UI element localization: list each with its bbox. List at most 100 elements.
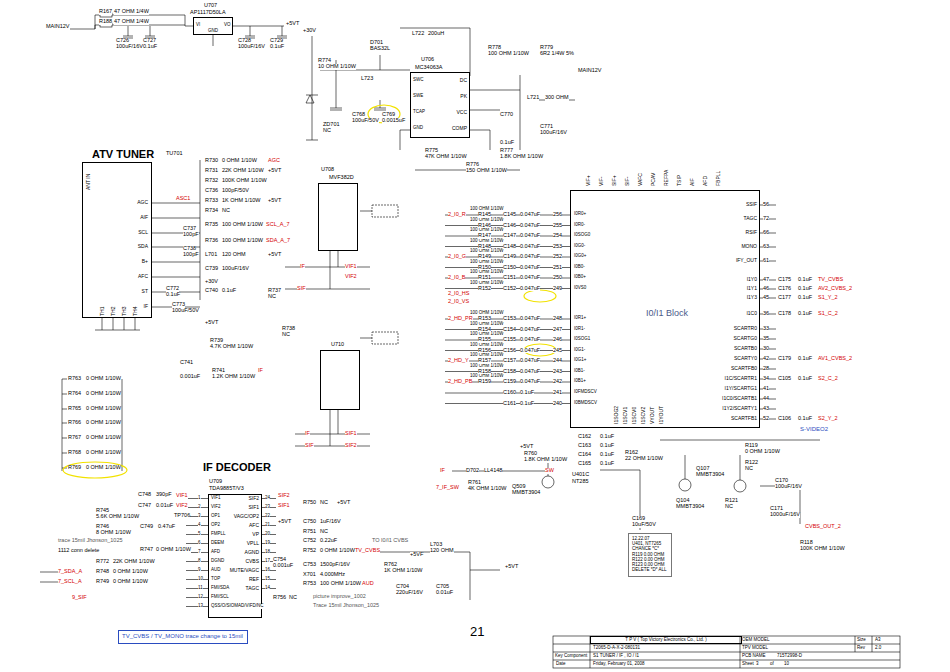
part-label: C176	[778, 286, 791, 292]
part-label: 1000uF/16V	[770, 512, 800, 518]
pin-name: I1SOG2	[614, 406, 619, 424]
pin-name: TH4	[133, 307, 138, 316]
part-label: 33	[763, 326, 769, 332]
component-name: CHANCE *C*	[632, 546, 668, 551]
net-label: SDA_A_7	[266, 238, 290, 244]
part-label: C154	[503, 327, 516, 333]
part-label: R156	[478, 348, 491, 354]
pin-label: FMPLL	[211, 532, 226, 537]
part-label: R146	[478, 223, 491, 229]
part-label: C770	[500, 112, 513, 118]
pin-label: 1	[198, 496, 201, 501]
part-label: 150 OHM 1/10W	[466, 168, 507, 174]
part-label: 100pF	[183, 252, 199, 258]
part-label: C149	[503, 254, 516, 260]
pin-name: AIF	[140, 215, 148, 220]
pin-label: 100 OHM 1/10W	[470, 343, 504, 348]
component-name: AP1117D50LA	[190, 10, 226, 16]
part-label: 10 OHM 1/10W	[318, 64, 356, 70]
net-label: SCL_A_7	[266, 222, 290, 228]
section-heading: ATV TUNER	[92, 149, 154, 160]
part-label: 0 OHM 1/10W	[745, 449, 780, 455]
pin-name: IFY_OUT	[736, 258, 757, 263]
net-label: SIF	[305, 443, 314, 449]
part-label: 0.047uF	[520, 369, 540, 375]
pin-name: AGND	[245, 550, 259, 555]
part-label: R735	[205, 222, 218, 228]
pin-label: 20	[265, 532, 270, 537]
pin-label: I0R0+	[574, 212, 586, 217]
net-label: IF	[258, 368, 263, 374]
part-label: 44	[763, 396, 769, 402]
part-label: 252	[553, 254, 562, 260]
part-label: 56	[763, 202, 769, 208]
part-label: 42	[763, 356, 769, 362]
pin-label: SWC	[413, 78, 424, 83]
net-label: S2_Y_2	[818, 416, 838, 422]
pin-label: I0B1-	[574, 369, 585, 374]
part-label: 1K OHM 1/10W	[222, 198, 261, 204]
part-label: +5VT	[268, 168, 281, 174]
pin-name: TSIP	[677, 175, 682, 186]
part-label: 0.1uF	[600, 461, 614, 467]
part-label: 0.1uF	[798, 286, 812, 292]
part-label: 0.1uF	[270, 44, 284, 50]
pin-name: REFPA	[664, 170, 669, 186]
part-label: 63	[763, 244, 769, 250]
part-label: +5VF	[410, 552, 423, 558]
pin-name: I1Y0	[747, 277, 757, 282]
pin-label: 3	[756, 662, 759, 667]
pin-name: IF	[144, 304, 148, 309]
page-number: 21	[470, 625, 484, 638]
part-label: 10uF/50V	[632, 522, 656, 528]
part-label: R768	[68, 450, 81, 456]
pin-name: I1Y/SCARTG1	[725, 386, 757, 391]
pin-name: VP	[252, 532, 259, 537]
pin-name: VCC	[456, 110, 467, 115]
net-label: IF	[440, 468, 445, 474]
net-label: AV1_CVBS_2	[818, 356, 852, 362]
net-label: 2_I0_HS	[448, 291, 469, 297]
pin-label: I0G0-	[574, 244, 585, 249]
part-label: R121	[725, 498, 738, 504]
pin-name: SIF2	[248, 496, 259, 501]
pin-name: I1YOUT	[659, 406, 664, 424]
pin-name: TH1	[100, 307, 105, 316]
part-label: C158	[503, 369, 516, 375]
part-label: R752	[303, 548, 316, 554]
part-label: 243	[553, 369, 562, 375]
part-label: 100uF/16V	[116, 44, 143, 50]
net-label: IF	[305, 431, 310, 437]
pin-name: I1SCV1	[623, 407, 628, 424]
part-label: C728	[238, 38, 251, 44]
part-label: L703	[430, 542, 442, 548]
pin-label: 4	[198, 523, 201, 528]
part-label: +5VT	[268, 198, 281, 204]
pin-name: I1SCV2	[641, 407, 646, 424]
net-label: 2_I0_R	[448, 212, 466, 218]
pin-name: PK	[460, 94, 467, 99]
part-label: R732	[205, 178, 218, 184]
part-label: 0.47uF	[158, 524, 175, 530]
net-label: SIF2	[345, 443, 357, 449]
component-name: MVF382D	[329, 175, 354, 181]
saw-filter: U710	[320, 350, 360, 410]
part-label: 0 OHM 1/10W	[86, 450, 121, 456]
part-label: 61	[763, 258, 769, 264]
part-label: +5VT	[205, 320, 218, 326]
part-label: 249	[553, 286, 562, 292]
net-label: AV2_CVBS_2	[818, 286, 852, 292]
pin-label: VI	[196, 23, 200, 28]
pin-name: VYOUT	[650, 407, 655, 424]
part-label: +5VT	[278, 519, 291, 525]
pin-label: 17	[265, 559, 270, 564]
part-label: 22 OHM 1/10W	[625, 456, 663, 462]
part-label: 0.1uF	[143, 44, 157, 50]
part-label: R737	[268, 288, 281, 294]
pin-name: SIF-	[625, 177, 630, 186]
part-label: +5VT	[520, 444, 533, 450]
part-label: R761	[468, 480, 481, 486]
pin-label: 100 OHM 1/10W	[470, 311, 504, 316]
part-label: 255	[553, 223, 562, 229]
component-name: R119 0.00 OHM	[632, 552, 668, 557]
